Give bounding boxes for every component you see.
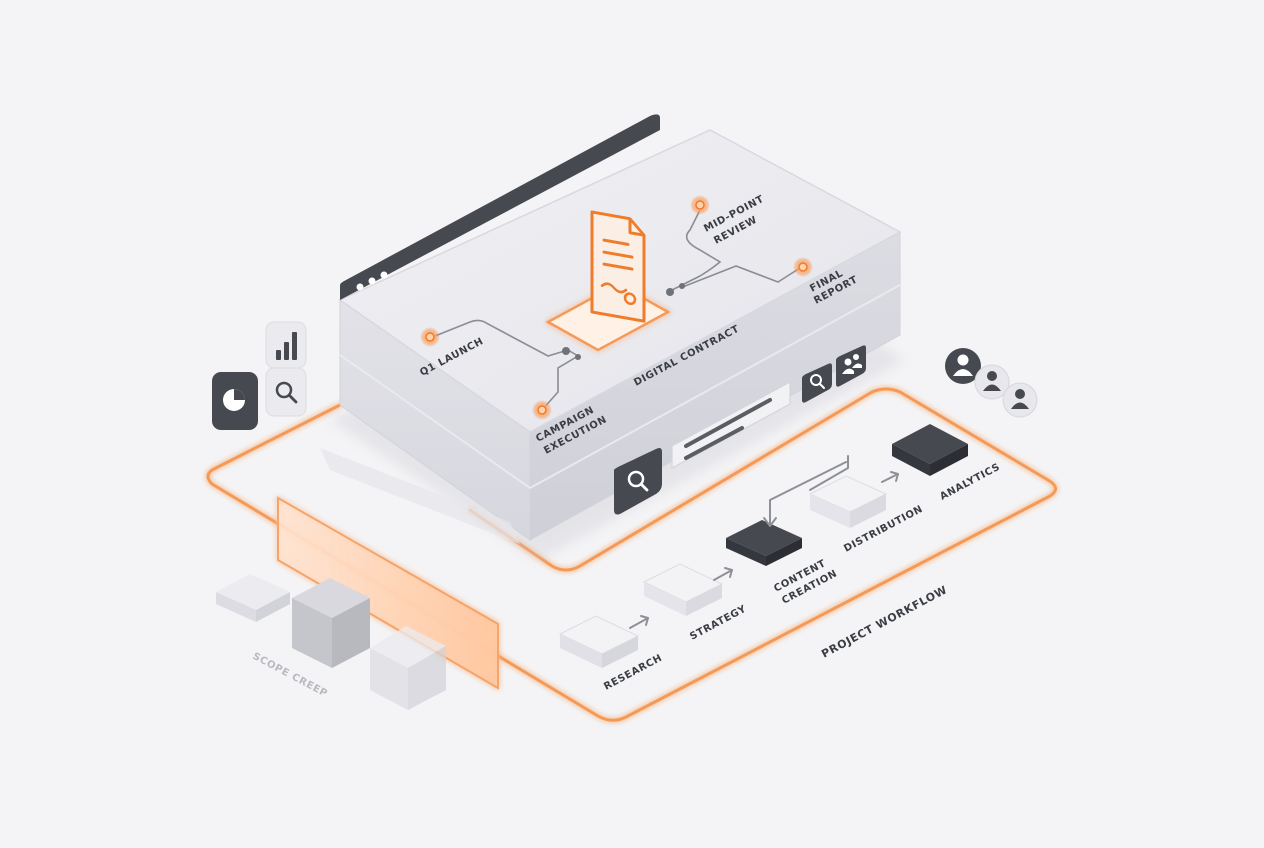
avatar[interactable] [974, 364, 1010, 400]
search-tile[interactable] [265, 367, 307, 417]
workflow-title: PROJECT WORKFLOW [819, 583, 949, 660]
search-icon [810, 374, 825, 389]
workflow-step-research[interactable] [558, 615, 640, 668]
window-dot[interactable] [356, 283, 364, 291]
users-icon [842, 354, 862, 374]
search-icon [275, 381, 298, 404]
connector-node [575, 354, 581, 360]
avatar[interactable] [1002, 382, 1038, 418]
user-icon [953, 354, 973, 376]
connector-node [666, 288, 674, 296]
milestone-marker-midpoint-core [695, 200, 705, 210]
search-bar[interactable] [671, 380, 791, 470]
bar-chart-tile[interactable] [265, 321, 307, 369]
window-dot[interactable] [380, 271, 388, 279]
user-icon [983, 371, 1001, 391]
pie-chart-tile[interactable] [212, 372, 258, 430]
scope-cube [216, 574, 290, 622]
scope-cube [370, 626, 446, 710]
search-icon [627, 470, 649, 492]
milestone-marker-final-core [798, 262, 808, 272]
window-title-bar [340, 114, 660, 301]
user-icon [1011, 389, 1029, 409]
milestone-marker-q1-core [425, 332, 435, 342]
connector-node [562, 347, 570, 355]
milestone-connectors [429, 209, 801, 411]
workflow-step-distribution[interactable] [808, 475, 888, 528]
workflow-loop-line [206, 387, 1057, 722]
document-icon [590, 210, 646, 323]
search-button-large[interactable] [614, 448, 662, 515]
scope-cube [292, 578, 370, 668]
team-button[interactable] [836, 345, 866, 387]
search-button-small[interactable] [802, 363, 832, 403]
window-dot[interactable] [368, 277, 376, 285]
workflow-step-analytics[interactable] [892, 424, 968, 476]
connector-node [679, 283, 685, 289]
user-avatars [945, 348, 1038, 418]
workflow-step-content-creation[interactable] [726, 520, 802, 566]
arrow-icon [629, 455, 899, 629]
bar-chart-icon [276, 332, 297, 360]
milestone-marker-campaign-core [537, 405, 547, 415]
dashboard-block: Q1 LAUNCH CAMPAIGN EXECUTION MID-POINT R… [330, 114, 905, 560]
workflow-step-strategy[interactable] [642, 563, 724, 616]
pie-chart-icon [223, 389, 245, 411]
workflow-label-analytics: ANALYTICS [938, 462, 1002, 503]
avatar[interactable] [945, 348, 981, 384]
